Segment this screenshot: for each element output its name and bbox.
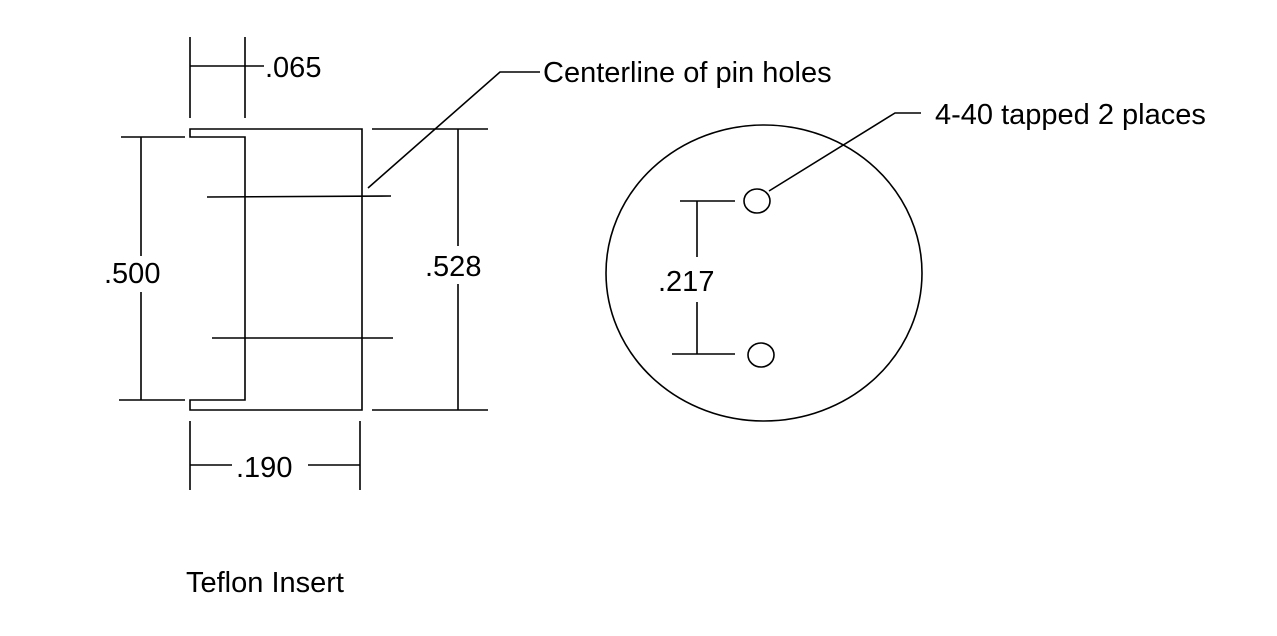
dimension-190: .190 [189, 421, 361, 490]
centerline-label: Centerline of pin holes [543, 57, 832, 89]
dimension-label-217: .217 [658, 266, 714, 298]
tapped-hole-upper [743, 188, 771, 214]
dimension-528: .528 [372, 128, 488, 411]
dimension-500: .500 [104, 136, 185, 401]
dimension-label-500: .500 [104, 258, 160, 290]
tapped-holes-callout: 4-40 tapped 2 places [768, 99, 1206, 192]
drawing-caption: Teflon Insert [186, 567, 344, 599]
tapped-holes-label: 4-40 tapped 2 places [935, 99, 1206, 131]
end-view [605, 124, 923, 422]
dimension-217: .217 [658, 200, 735, 355]
pin-hole-centerline-upper [206, 195, 392, 198]
centerline-callout: Centerline of pin holes [367, 57, 832, 189]
leader-line [367, 71, 540, 189]
dimension-label-528: .528 [425, 251, 481, 283]
insert-outline-circle [605, 124, 923, 422]
tapped-hole-lower [747, 342, 775, 368]
dimension-065: .065 [189, 37, 321, 118]
dimension-label-065: .065 [265, 52, 321, 84]
leader-line [768, 112, 921, 192]
dimension-label-190: .190 [236, 452, 292, 484]
side-view [189, 128, 393, 411]
insert-profile [189, 128, 363, 411]
